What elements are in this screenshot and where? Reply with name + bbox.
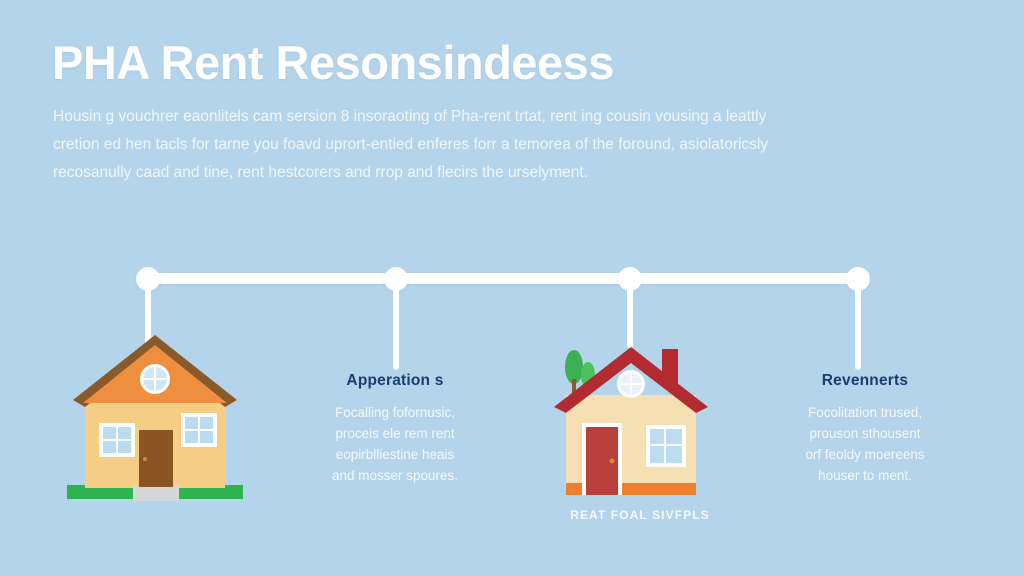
roof bbox=[554, 347, 708, 413]
timeline-stem-4 bbox=[855, 284, 861, 370]
body-line-2: proceis ele rem rent bbox=[335, 426, 455, 441]
body-line-1: Focalling fofornusic, bbox=[334, 405, 456, 420]
timeline-stem-2 bbox=[393, 284, 399, 370]
subtitle-line-2: cretion ed hen tacls for tarne you foavd… bbox=[53, 136, 769, 153]
block-heading-revennerts: Revennerts bbox=[821, 372, 909, 389]
steps bbox=[133, 485, 179, 501]
block-body-revennerts: Focolitation trused, prouson sthousent o… bbox=[770, 402, 960, 486]
body-line-3: orf feoldy moereens bbox=[805, 447, 925, 462]
timeline-stem-1 bbox=[145, 284, 151, 348]
house-icon-right bbox=[540, 335, 740, 505]
block-heading-apperations: Apperation s bbox=[346, 372, 444, 389]
door-knob bbox=[609, 458, 615, 464]
house-icon-left bbox=[55, 335, 255, 505]
block-body-apperations: Focalling fofornusic, proceis ele rem re… bbox=[300, 402, 490, 486]
body-line-2: prouson sthousent bbox=[809, 426, 921, 441]
page-subtitle: Housin g vouchrer eaonlitels cam sersion… bbox=[53, 103, 973, 187]
door-knob bbox=[143, 457, 147, 461]
body-line-4: houser to ment. bbox=[818, 468, 912, 483]
body-line-3: eopirblliestine heais bbox=[335, 447, 455, 462]
house-right-caption: REAT FOAL SIVFPLS bbox=[570, 508, 710, 522]
timeline-bar bbox=[148, 273, 859, 284]
body-line-4: and mosser spoures. bbox=[331, 468, 459, 483]
subtitle-line-1: Housin g vouchrer eaonlitels cam sersion… bbox=[53, 108, 767, 125]
subtitle-line-3: recosanully caad and tine, rent hestcore… bbox=[53, 164, 589, 181]
page-title: PHA Rent Resonsindeess bbox=[52, 36, 614, 89]
body-line-1: Focolitation trused, bbox=[807, 405, 923, 420]
tree-icon-1 bbox=[565, 350, 583, 384]
timeline-block-revennerts: Revennerts Focolitation trused, prouson … bbox=[770, 372, 960, 486]
timeline-stem-3 bbox=[627, 284, 633, 348]
timeline-block-apperations: Apperation s Focalling fofornusic, proce… bbox=[300, 372, 490, 486]
